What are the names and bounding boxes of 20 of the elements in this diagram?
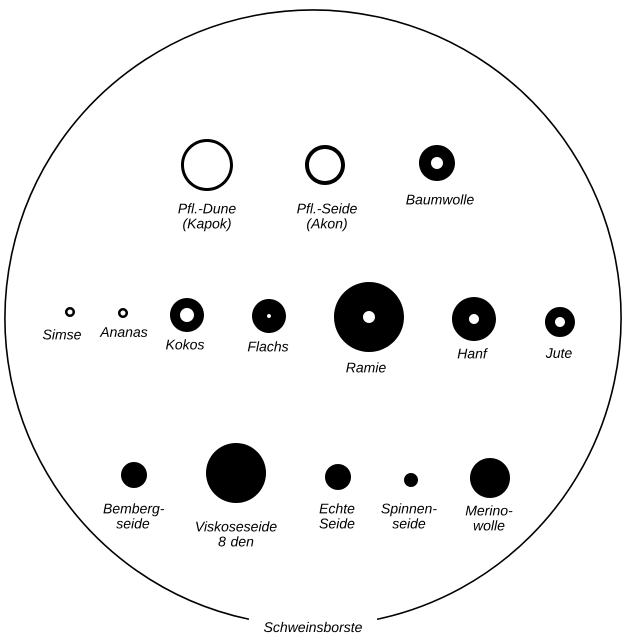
node-label: Viskoseseide 8 den [196, 521, 277, 546]
node-label: Spinnen- seide [381, 503, 437, 528]
fiber-cross-section: Viskoseseide 8 den [196, 443, 277, 546]
fiber-cross-section: Jute [545, 307, 575, 358]
fiber-cross-section: Merino- wolle [466, 458, 512, 530]
node-label: Bemberg- seide [103, 503, 164, 528]
fiber-cross-section: Flachs [248, 299, 288, 352]
fiber-cross-section: Hanf [452, 297, 496, 358]
fiber-cross-section: Echte Seide [319, 464, 354, 528]
fiber-cross-section: Pfl.-Dune (Kapok) [178, 139, 236, 232]
node-label: Echte Seide [319, 503, 354, 528]
fiber-cross-section: Bemberg- seide [103, 462, 164, 528]
fiber-cross-section: Ramie [334, 282, 404, 372]
fiber-cross-section: Spinnen- seide [381, 473, 437, 528]
fiber-cross-section: Kokos [166, 298, 204, 350]
fiber-cross-section: Ananas [100, 308, 148, 337]
fiber-cross-section: Baumwolle [406, 145, 474, 204]
node-label: Merino- wolle [466, 505, 512, 530]
fiber-cross-section: Simse [42, 307, 81, 340]
fiber-cross-section: Pfl.-Seide (Akon) [297, 145, 357, 232]
